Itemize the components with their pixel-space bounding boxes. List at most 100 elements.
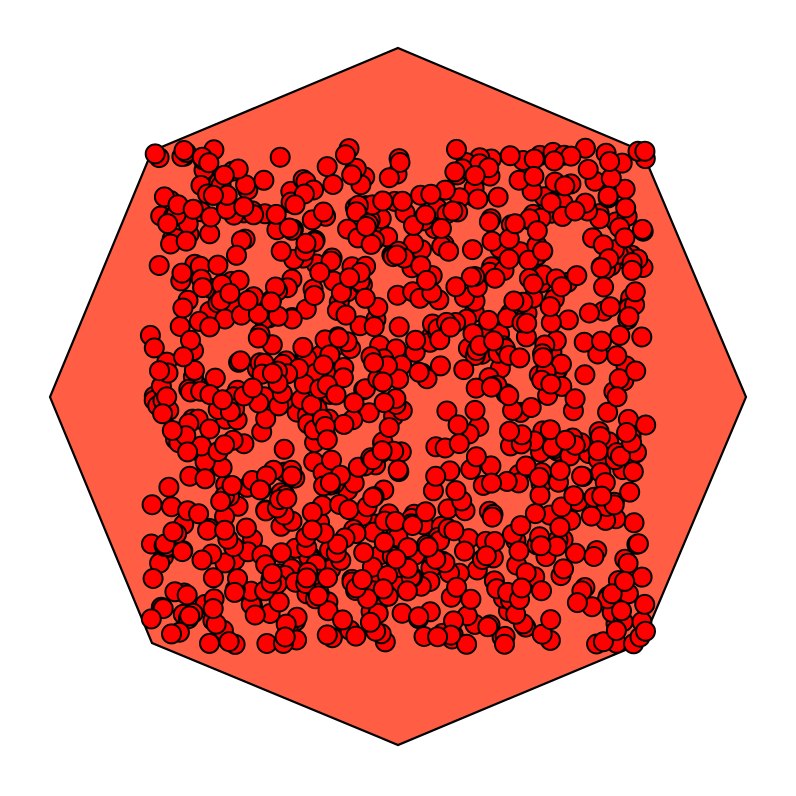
- dot: [199, 418, 221, 440]
- dot: [161, 623, 182, 645]
- dot: [549, 460, 571, 482]
- dot: [593, 276, 615, 298]
- dot: [529, 484, 551, 506]
- dot: [316, 429, 338, 451]
- dot: [539, 296, 561, 318]
- dot: [359, 611, 381, 633]
- dot: [284, 194, 306, 216]
- dot: [446, 576, 468, 598]
- dot: [363, 352, 385, 374]
- dot: [212, 389, 234, 411]
- dot: [224, 581, 246, 603]
- dots-layer: [139, 137, 657, 655]
- dot: [372, 190, 394, 212]
- dot: [610, 445, 631, 467]
- dot: [244, 604, 266, 626]
- dot: [577, 158, 599, 180]
- dot: [171, 541, 193, 563]
- dot: [634, 593, 656, 615]
- dot: [335, 144, 356, 166]
- dot: [554, 175, 576, 197]
- dot: [176, 584, 198, 606]
- dot: [199, 316, 221, 338]
- dot: [481, 230, 503, 252]
- dot: [460, 588, 482, 610]
- dot: [624, 281, 646, 303]
- dot: [301, 519, 323, 541]
- dot: [464, 399, 486, 421]
- dot: [194, 468, 216, 490]
- dot: [247, 303, 269, 325]
- dot: [387, 459, 409, 481]
- dot: [446, 138, 467, 160]
- dot: [444, 161, 466, 183]
- dot: [235, 517, 257, 539]
- dot: [477, 616, 499, 638]
- dot: [360, 233, 382, 255]
- dot: [396, 580, 418, 602]
- dot: [566, 592, 588, 614]
- dot: [555, 429, 577, 451]
- dot: [343, 392, 365, 414]
- dot: [247, 327, 269, 349]
- dot: [623, 512, 645, 534]
- dot: [175, 230, 197, 252]
- dot: [532, 240, 554, 262]
- dot: [606, 386, 628, 408]
- dot: [261, 362, 283, 384]
- dot: [484, 267, 506, 289]
- dot: [553, 558, 574, 580]
- dot: [464, 165, 486, 186]
- dot: [373, 392, 395, 414]
- dot: [199, 632, 220, 654]
- dot: [551, 276, 572, 298]
- dot: [475, 545, 497, 567]
- dot: [270, 240, 292, 262]
- dot: [221, 475, 243, 496]
- dot: [430, 218, 452, 239]
- dot: [303, 285, 325, 306]
- dot: [417, 536, 439, 558]
- dot: [144, 143, 166, 165]
- dot: [319, 472, 341, 494]
- dot: [532, 347, 554, 369]
- dot: [148, 255, 170, 276]
- dot: [385, 548, 407, 570]
- dot: [192, 277, 214, 299]
- dot: [494, 633, 515, 655]
- dot: [265, 203, 287, 225]
- dot: [210, 490, 232, 512]
- dot: [480, 376, 502, 398]
- dot: [440, 316, 461, 338]
- dot: [523, 165, 545, 187]
- dot: [573, 331, 595, 353]
- dot: [522, 273, 544, 295]
- dot: [372, 371, 394, 393]
- dot: [445, 276, 467, 298]
- dot: [453, 359, 475, 381]
- dot: [587, 440, 609, 462]
- dot: [378, 417, 400, 438]
- dot: [173, 346, 194, 368]
- dot: [590, 257, 612, 279]
- dot: [619, 481, 641, 503]
- dot: [157, 213, 179, 235]
- dot: [182, 198, 204, 220]
- dot: [566, 265, 588, 287]
- dot: [162, 521, 184, 543]
- dot: [539, 419, 561, 441]
- dot: [313, 354, 334, 376]
- dot: [316, 624, 338, 646]
- dot: [353, 542, 375, 564]
- dot: [140, 608, 162, 630]
- dot: [454, 540, 475, 562]
- dot: [632, 218, 653, 240]
- dot: [483, 330, 505, 352]
- dot: [321, 449, 342, 471]
- dot: [230, 350, 251, 372]
- dot: [327, 533, 349, 555]
- dot: [372, 578, 394, 600]
- dot: [516, 312, 538, 334]
- dot: [281, 465, 303, 487]
- dot: [564, 388, 586, 410]
